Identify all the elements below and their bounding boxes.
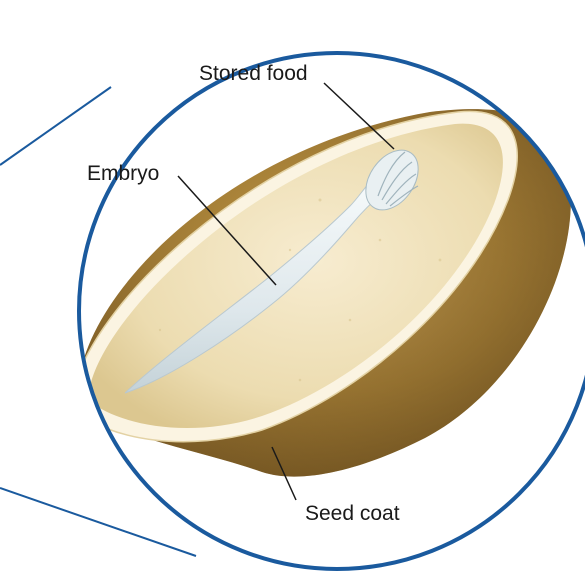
- magnifier-connector-top: [0, 87, 111, 165]
- embryo-label: Embryo: [87, 162, 159, 185]
- seed-coat-label: Seed coat: [305, 502, 400, 525]
- magnifier-connector-bottom: [0, 488, 196, 556]
- stored-food-label: Stored food: [199, 62, 308, 85]
